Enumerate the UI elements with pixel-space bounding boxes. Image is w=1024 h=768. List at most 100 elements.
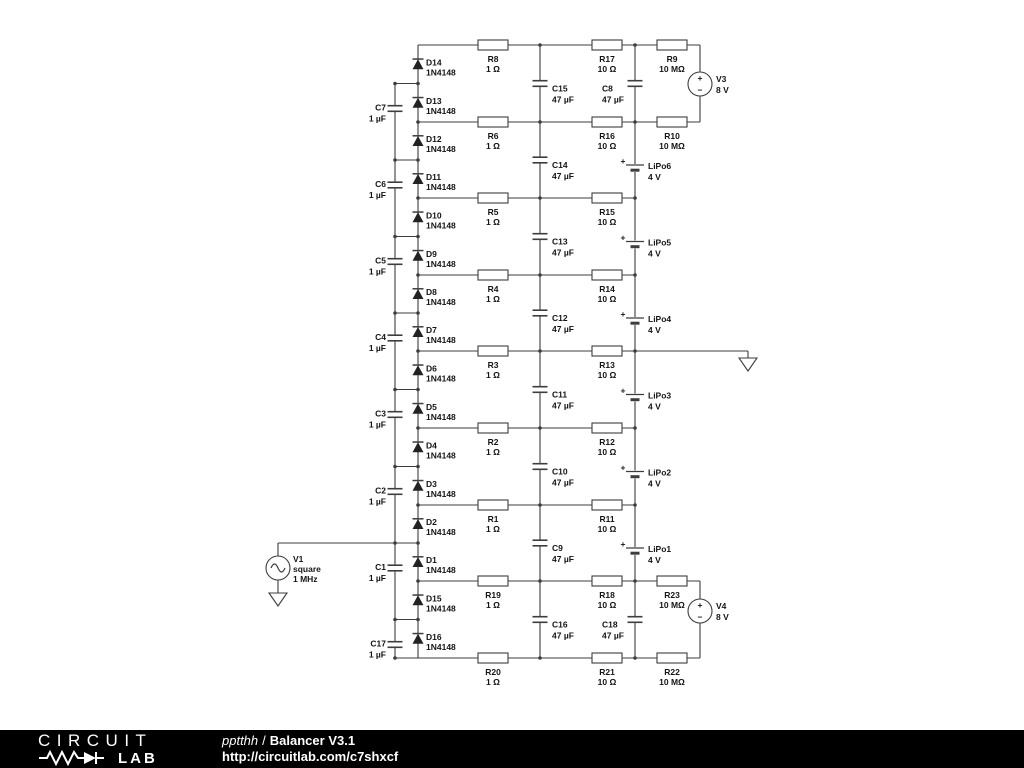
svg-text:47 µF: 47 µF [552, 324, 574, 334]
svg-text:+: + [621, 156, 626, 166]
svg-text:+: + [621, 463, 626, 473]
svg-text:1 µF: 1 µF [369, 573, 386, 583]
svg-text:C11: C11 [552, 390, 567, 400]
svg-text:C14: C14 [552, 160, 568, 170]
svg-text:D3: D3 [426, 479, 437, 489]
svg-text:R15: R15 [599, 207, 615, 217]
svg-text:R20: R20 [485, 667, 501, 677]
svg-text:47 µF: 47 µF [552, 248, 574, 258]
svg-text:V4: V4 [716, 601, 727, 611]
svg-text:+: + [698, 600, 703, 610]
svg-text:R19: R19 [485, 590, 501, 600]
circuit-url[interactable]: http://circuitlab.com/c7shxcf [222, 749, 399, 764]
svg-text:R6: R6 [488, 131, 499, 141]
svg-text:D15: D15 [426, 593, 442, 603]
svg-text:1N4148: 1N4148 [426, 412, 456, 422]
svg-text:1N4148: 1N4148 [426, 220, 456, 230]
svg-text:47 µF: 47 µF [602, 95, 624, 105]
svg-text:R18: R18 [599, 590, 615, 600]
svg-text:C5: C5 [375, 256, 386, 266]
svg-text:47 µF: 47 µF [552, 554, 574, 564]
svg-text:1 Ω: 1 Ω [486, 370, 500, 380]
svg-text:1 Ω: 1 Ω [486, 447, 500, 457]
svg-text:47 µF: 47 µF [552, 171, 574, 181]
footer-bar: CIRCUIT LAB pptthh/Balancer V3.1 http://… [0, 730, 1024, 768]
svg-text:D9: D9 [426, 249, 437, 259]
svg-text:47 µF: 47 µF [552, 478, 574, 488]
svg-text:C3: C3 [375, 409, 386, 419]
wires [277, 44, 749, 659]
svg-text:4 V: 4 V [648, 325, 661, 335]
svg-text:10 MΩ: 10 MΩ [659, 600, 685, 610]
resistor-R8: R81 Ω [477, 39, 509, 74]
svg-text:D4: D4 [426, 440, 437, 450]
capacitor-C4: C41 µF [369, 332, 404, 353]
svg-text:D8: D8 [426, 287, 437, 297]
resistor-R5: R51 Ω [477, 192, 509, 227]
svg-text:1 Ω: 1 Ω [486, 217, 500, 227]
svg-text:LiPo4: LiPo4 [648, 314, 671, 324]
svg-text:C8: C8 [602, 84, 613, 94]
junction-dots [393, 43, 637, 660]
svg-text:D12: D12 [426, 134, 442, 144]
svg-text:R14: R14 [599, 284, 615, 294]
logo-text-lab: LAB [118, 749, 158, 767]
svg-text:LiPo2: LiPo2 [648, 468, 671, 478]
svg-text:1N4148: 1N4148 [426, 144, 456, 154]
svg-text:1N4148: 1N4148 [426, 450, 456, 460]
svg-text:R3: R3 [488, 360, 499, 370]
capacitor-C2: C21 µF [369, 486, 404, 507]
svg-text:D2: D2 [426, 517, 437, 527]
svg-text:1 Ω: 1 Ω [486, 141, 500, 151]
svg-text:10 Ω: 10 Ω [598, 64, 617, 74]
svg-text:10 Ω: 10 Ω [598, 677, 617, 687]
svg-text:V1: V1 [293, 554, 304, 564]
logo-bottom-row: LAB [38, 750, 188, 766]
author-link[interactable]: pptthh [222, 733, 259, 749]
svg-text:10 Ω: 10 Ω [598, 217, 617, 227]
svg-text:+: + [621, 309, 626, 319]
svg-text:−: − [698, 85, 703, 95]
resistor-R4: R41 Ω [477, 269, 509, 304]
svg-text:1 µF: 1 µF [369, 190, 386, 200]
ground-left-icon [267, 592, 289, 607]
ground-right-icon [737, 357, 759, 372]
svg-text:47 µF: 47 µF [552, 401, 574, 411]
resistor-R1: R11 Ω [477, 499, 509, 534]
svg-text:1 µF: 1 µF [369, 114, 386, 124]
svg-text:1N4148: 1N4148 [426, 565, 456, 575]
svg-text:D14: D14 [426, 57, 442, 67]
svg-text:4 V: 4 V [648, 479, 661, 489]
svg-text:R23: R23 [664, 590, 680, 600]
svg-text:V3: V3 [716, 74, 727, 84]
svg-text:4 V: 4 V [648, 555, 661, 565]
svg-text:47 µF: 47 µF [602, 631, 624, 641]
circuitlab-logo[interactable]: CIRCUIT LAB [38, 732, 188, 766]
svg-text:C7: C7 [375, 103, 386, 113]
